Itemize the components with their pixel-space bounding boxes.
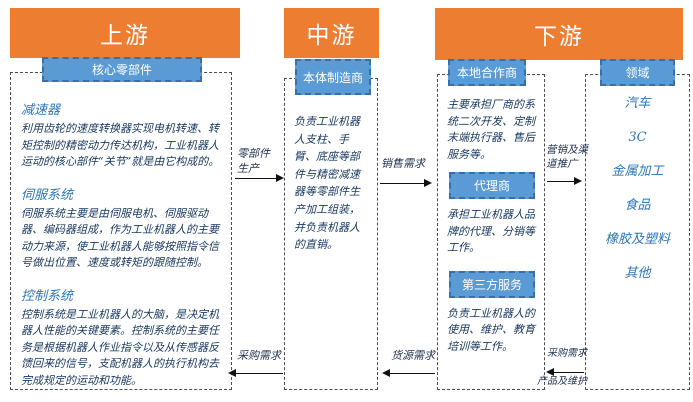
marketing-channel-label: 营销及渠道推广 [546, 144, 588, 171]
section-reducer-heading: 减速器 [21, 103, 61, 118]
section-control-body: 控制系统是工业机器人的大脑，是决定机器人性能的关键要素。控制系统的主要任务是根据… [21, 307, 219, 387]
agent-tag: 代理商 [449, 172, 535, 199]
marketing-channel-arrowhead-icon [574, 177, 582, 185]
downstream-header: 下游 [435, 8, 683, 60]
core-components-tag-label: 核心零部件 [91, 63, 152, 77]
procurement-demand-left-arrow-line [236, 373, 283, 374]
parts-production-arrow-line [235, 178, 278, 179]
parts-production-arrowhead-icon [276, 174, 284, 182]
partners-intro: 主要承担厂商的系统二次开发、定制末端执行器、售后服务等。 [447, 98, 535, 161]
midstream-title: 中游 [306, 22, 357, 48]
section-control: 控制系统 控制系统是工业机器人的大脑，是决定机器人性能的关键要素。控制系统的主要… [21, 285, 223, 390]
midstream-panel: 负责工业机器人支柱、手臂、底座等部件与精密减速器等零部件生产加工组装，并负责机器… [284, 78, 378, 390]
procurement-demand-right-arrowhead-icon [546, 368, 554, 376]
body-manufacturer-tag-label: 本体制造商 [302, 70, 363, 85]
procurement-demand-right-arrow-line [554, 372, 584, 373]
supply-demand-arrowhead-icon [382, 369, 390, 377]
section-servo-heading: 伺服系统 [21, 187, 74, 203]
local-partner-tag: 本地合作商 [448, 59, 526, 86]
midstream-body: 负责工业机器人支柱、手臂、底座等部件与精密减速器等零部件生产加工组装，并负责机器… [294, 115, 360, 252]
field-item-food: 食品 [624, 198, 651, 213]
field-item-metal: 金属加工 [611, 164, 664, 179]
third-party-tag-label: 第三方服务 [461, 277, 522, 292]
field-item-automotive: 汽车 [624, 96, 651, 111]
products-maintenance-label: 产品及维护 [537, 376, 587, 387]
third-party-body: 负责工业机器人的使用、维护、教育培训等工作。 [447, 306, 535, 353]
sales-demand-label: 销售需求 [381, 157, 425, 170]
body-manufacturer-tag: 本体制造商 [295, 59, 371, 95]
fields-panel: 汽车 3C 金属加工 食品 橡胶及塑料 其他 [585, 74, 690, 390]
field-item-3c: 3C [628, 130, 647, 145]
upstream-title: 上游 [100, 22, 150, 48]
section-control-heading: 控制系统 [21, 288, 74, 304]
procurement-demand-left-arrowhead-icon [228, 369, 236, 377]
agent-tag-label: 代理商 [473, 179, 510, 193]
section-reducer: 减速器 利用齿轮的速度转换器实现电机转速、转矩控制的精密动力传达机构，工业机器人… [21, 99, 223, 171]
sales-demand-arrow-line [380, 183, 426, 184]
downstream-title: 下游 [534, 23, 584, 49]
parts-production-label: 零部件生产 [237, 147, 270, 175]
field-item-rubber-plastic: 橡胶及塑料 [604, 232, 670, 247]
fields-tag: 领域 [600, 59, 675, 86]
third-party-tag: 第三方服务 [449, 270, 535, 298]
midstream-header: 中游 [284, 8, 379, 58]
marketing-channel-arrow-line [547, 181, 576, 182]
partners-panel: 主要承担厂商的系统二次开发、定制末端执行器、售后服务等。 代理商 承担工业机器人… [437, 74, 545, 390]
supply-demand-arrow-line [390, 373, 435, 374]
procurement-demand-left-label: 采购需求 [237, 349, 281, 362]
upstream-panel: 减速器 利用齿轮的速度转换器实现电机转速、转矩控制的精密动力传达机构，工业机器人… [10, 72, 232, 390]
section-servo: 伺服系统 伺服系统主要是由伺服电机、伺服驱动器、编码器组成，作为工业机器人的主要… [21, 184, 223, 272]
procurement-demand-right-label: 采购需求 [547, 348, 587, 359]
supply-demand-label: 货源需求 [391, 349, 435, 362]
local-partner-tag-label: 本地合作商 [456, 66, 517, 80]
upstream-header: 上游 [10, 8, 240, 58]
section-servo-body: 伺服系统主要是由伺服电机、伺服驱动器、编码器组成，作为工业机器人的主要动力来源，… [21, 206, 219, 270]
sales-demand-arrowhead-icon [424, 179, 432, 187]
section-reducer-body: 利用齿轮的速度转换器实现电机转速、转矩控制的精密动力传达机构，工业机器人运动的核… [21, 122, 220, 168]
core-components-tag: 核心零部件 [42, 57, 202, 82]
field-item-other: 其他 [624, 266, 651, 281]
agent-body: 承担工业机器人品牌的代理、分销等工作。 [447, 208, 535, 254]
fields-tag-label: 领域 [625, 66, 650, 80]
